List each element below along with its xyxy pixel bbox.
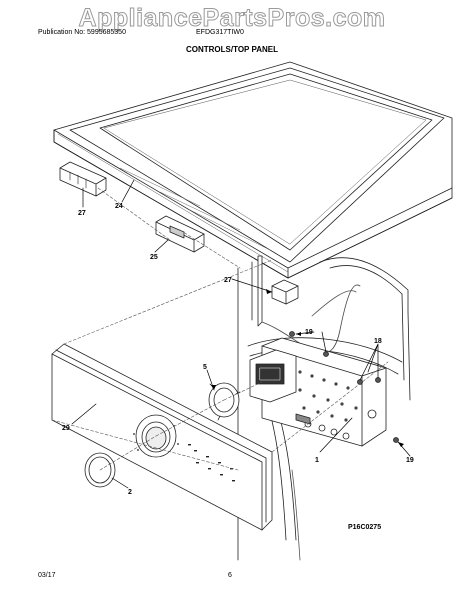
control-board-part-1 — [249, 331, 399, 447]
diagram-title: CONTROLS/TOP PANEL — [185, 45, 278, 54]
publication-number: Publication No: 5995685350 — [38, 29, 126, 36]
callout-2: 2 — [128, 489, 132, 496]
latch-part-25 — [155, 215, 205, 253]
alignment-guides — [51, 187, 389, 471]
callout-19a: 19 — [305, 329, 313, 336]
callout-27b: 27 — [224, 277, 232, 284]
callout-27a: 27 — [78, 210, 86, 217]
hinge-part-27b — [271, 279, 299, 305]
control-panel-part-29 — [51, 343, 273, 531]
callout-24: 24 — [115, 203, 123, 210]
figure-code: P16C0275 — [348, 524, 382, 531]
hinge-part-27a — [59, 161, 107, 197]
callout-labels: 27 24 25 27 19 18 5 29 2 1 19 — [62, 203, 414, 496]
callout-25: 25 — [150, 254, 158, 261]
top-panel — [53, 61, 453, 279]
leader-arrowheads — [211, 289, 404, 447]
model-number: EFDG317TIW0 — [196, 29, 244, 36]
footer-date: 03/17 — [38, 572, 56, 579]
callout-5: 5 — [203, 364, 207, 371]
callout-1: 1 — [315, 457, 319, 464]
callout-19b: 19 — [406, 457, 414, 464]
callout-29: 29 — [62, 425, 70, 432]
callout-18: 18 — [374, 338, 382, 345]
footer-page-number: 6 — [228, 572, 232, 579]
watermark-logo: AppliancePartsPros.com — [78, 4, 386, 33]
